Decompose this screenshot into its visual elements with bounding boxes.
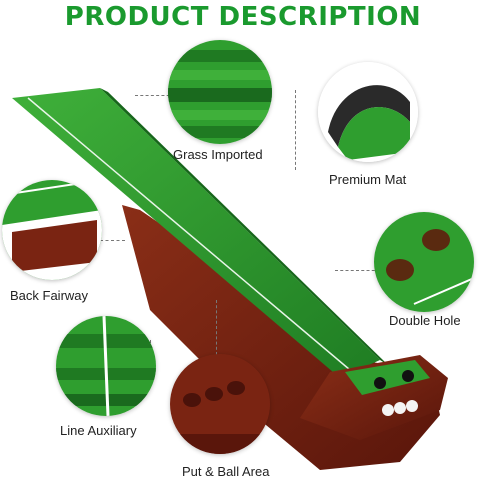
leader-line [135, 95, 175, 96]
page-title: PRODUCT DESCRIPTION [64, 2, 422, 32]
leader-line [295, 90, 296, 170]
leader-line [335, 270, 380, 271]
leader-line [216, 300, 217, 355]
back-fairway-image [2, 180, 102, 280]
back-fairway-label: Back Fairway [10, 288, 89, 303]
put-ball-area-image [170, 354, 270, 454]
premium-mat-image [318, 62, 418, 162]
grass-imported-label: Grass Imported [173, 147, 263, 162]
line-auxiliary-label: Line Auxiliary [60, 423, 137, 438]
line-auxiliary-image [56, 316, 156, 416]
double-hole-image [374, 212, 474, 312]
put-ball-area-label: Put & Ball Area [182, 464, 270, 479]
double-hole-label: Double Hole [389, 313, 461, 328]
grass-imported-image [168, 40, 272, 144]
leader-line [100, 240, 125, 241]
premium-mat-label: Premium Mat [329, 172, 407, 187]
